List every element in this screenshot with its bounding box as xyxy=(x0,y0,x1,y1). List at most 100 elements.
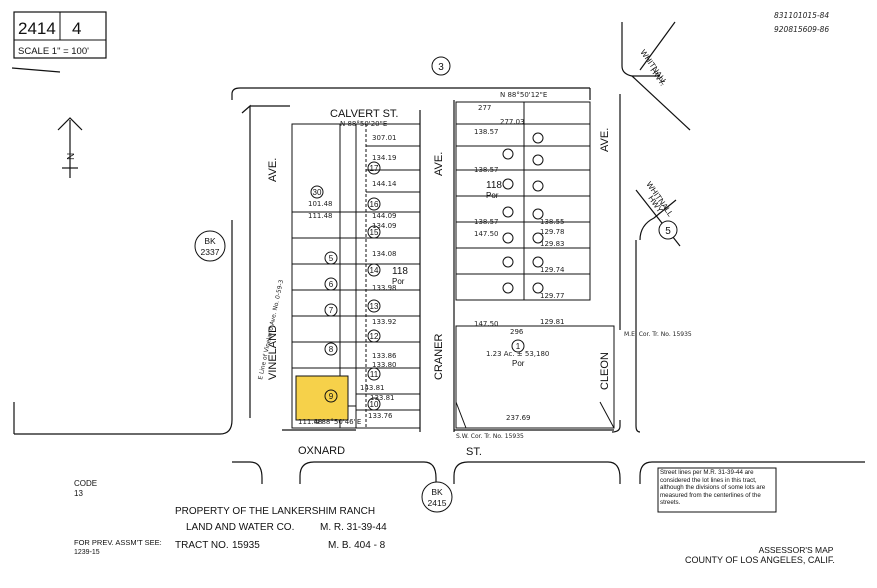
footer-line-2: COUNTY OF LOS ANGELES, CALIF. xyxy=(685,555,835,565)
street-lines-note: Street lines per M.R. 31-39-44 are consi… xyxy=(657,467,777,513)
lot-16: 16 xyxy=(367,197,381,211)
dim-sw-cor: S.W. Cor. Tr. No. 15935 xyxy=(456,433,524,440)
dim-oxnard-bearing: N 88°50'46"E xyxy=(314,418,361,426)
dim-138-57a: 138.57 xyxy=(474,128,499,136)
svg-text:10: 10 xyxy=(370,400,379,409)
title-block: PROPERTY OF THE LANKERSHIM RANCH LAND AN… xyxy=(74,506,387,556)
map-scale: SCALE 1" = 100' xyxy=(18,46,89,57)
marker-circle-3 xyxy=(431,56,451,76)
street-craner-ave: AVE. xyxy=(433,152,445,176)
dim-307-01: 307.01 xyxy=(372,134,397,142)
street-cleon: CLEON xyxy=(599,352,611,390)
dim-133-92: 133.92 xyxy=(372,318,397,326)
title-line-1: PROPERTY OF THE LANKERSHIM RANCH xyxy=(175,506,375,517)
highlighted-lot[interactable] xyxy=(295,375,349,421)
map-header: 2414 4 SCALE 1" = 100' 831101015-84 9208… xyxy=(13,11,829,59)
lot-numbers-east: 118 Por 1 Por xyxy=(486,132,544,368)
marker-3-label: 3 xyxy=(438,62,444,73)
dim-101-48: 101.48 xyxy=(308,200,333,208)
dim-111-48b: 111.48 xyxy=(308,212,333,220)
street-oxnard-right: ST. xyxy=(466,446,482,458)
svg-text:9: 9 xyxy=(329,392,334,401)
lot-10: 10 xyxy=(367,397,381,411)
dim-133-86: 133.86 xyxy=(372,352,397,360)
dim-138-55: 138.55 xyxy=(540,218,565,226)
svg-text:2415: 2415 xyxy=(428,498,447,508)
dim-134-09: 134.09 xyxy=(372,222,397,230)
east-lot-1-por: Por xyxy=(512,359,525,368)
svg-text:7: 7 xyxy=(329,306,334,315)
footer-line-1: ASSESSOR'S MAP xyxy=(759,545,834,555)
svg-text:6: 6 xyxy=(329,280,334,289)
dim-237-69: 237.69 xyxy=(506,414,531,422)
dim-147-50b: 147.50 xyxy=(474,320,499,328)
dim-133-98: 133.98 xyxy=(372,284,397,292)
stamp-line-2: 920815609-86 xyxy=(774,25,829,34)
title-line-2: LAND AND WATER CO. xyxy=(186,522,294,533)
code-value: 13 xyxy=(74,489,83,498)
lot-6: 6 xyxy=(324,277,338,291)
dim-129-83: 129.83 xyxy=(540,240,565,248)
svg-text:5: 5 xyxy=(329,254,334,263)
svg-text:14: 14 xyxy=(370,266,379,275)
svg-text:1: 1 xyxy=(516,342,521,351)
dim-147-50a: 147.50 xyxy=(474,230,499,238)
dim-133-76: 133.76 xyxy=(368,412,393,420)
dim-134-08: 134.08 xyxy=(372,250,397,258)
svg-text:11: 11 xyxy=(370,370,379,379)
book-ref-left[interactable]: BK 2337 xyxy=(194,230,226,262)
book-ref-bottom[interactable]: BK 2415 xyxy=(421,481,453,513)
svg-text:8: 8 xyxy=(329,345,334,354)
dim-111-48: 111.48 xyxy=(298,418,323,426)
dim-134-19: 134.19 xyxy=(372,154,397,162)
svg-text:17: 17 xyxy=(370,164,379,173)
svg-text:13: 13 xyxy=(370,302,379,311)
map-page-number: 4 xyxy=(72,19,81,38)
tract-label: TRACT NO. xyxy=(175,540,229,551)
dim-129-74: 129.74 xyxy=(540,266,565,274)
east-lot-1: 1 xyxy=(511,339,525,353)
dim-me-cor: M.E. Cor. Tr. No. 15935 xyxy=(624,331,692,338)
prev-label: FOR PREV. ASSM'T SEE: xyxy=(74,538,162,547)
street-cleon-ave-top: AVE. xyxy=(599,128,611,152)
street-calvert: CALVERT ST. xyxy=(330,108,398,120)
lot-11: 11 xyxy=(367,367,381,381)
dimension-labels: N 88°50'20"E N 88°50'12"E N 88°50'46"E 1… xyxy=(257,91,692,440)
svg-text:12: 12 xyxy=(370,332,379,341)
svg-text:2337: 2337 xyxy=(201,247,220,257)
dim-143-81: 143.81 xyxy=(360,384,385,392)
east-lots-left xyxy=(502,132,544,294)
svg-text:BK: BK xyxy=(204,236,216,246)
mb-ref: M. B. 404 - 8 xyxy=(328,540,386,551)
dim-acres-1: 1.23 Ac. ± 53,180 xyxy=(486,350,549,358)
street-vineland-ave-top: AVE. xyxy=(267,158,279,182)
dim-129-78: 129.78 xyxy=(540,228,565,236)
lot-9: 9 xyxy=(324,389,338,403)
street-lines xyxy=(11,21,865,484)
lot-13: 13 xyxy=(367,299,381,313)
east-por: Por xyxy=(486,191,499,200)
west-por: Por xyxy=(392,277,405,286)
street-vineland: VINELAND xyxy=(267,325,279,380)
dim-277-03: 277.03 xyxy=(500,118,525,126)
west-lot-118: 118 xyxy=(392,266,408,277)
dim-133-81: 133.81 xyxy=(370,394,395,402)
lot-15: 15 xyxy=(367,225,381,239)
lot-5: 5 xyxy=(324,251,338,265)
prev-ref: 1239-15 xyxy=(74,549,100,556)
dim-138-57c: 138.57 xyxy=(474,218,499,226)
dim-129-81: 129.81 xyxy=(540,318,565,326)
marker-circle-5 xyxy=(658,220,678,240)
route-markers: 3 5 xyxy=(431,56,678,240)
svg-text:15: 15 xyxy=(370,228,379,237)
svg-text:16: 16 xyxy=(370,200,379,209)
lot-8: 8 xyxy=(324,342,338,356)
note-text: Street lines per M.R. 31-39-44 are consi… xyxy=(660,469,766,507)
lot-30: 30 xyxy=(310,185,324,199)
east-lot-118: 118 xyxy=(486,180,502,191)
lot-7: 7 xyxy=(324,303,338,317)
svg-text:30: 30 xyxy=(313,188,322,197)
dim-144-14: 144.14 xyxy=(372,180,397,188)
dim-calvert-bearing: N 88°50'20"E xyxy=(340,120,387,128)
